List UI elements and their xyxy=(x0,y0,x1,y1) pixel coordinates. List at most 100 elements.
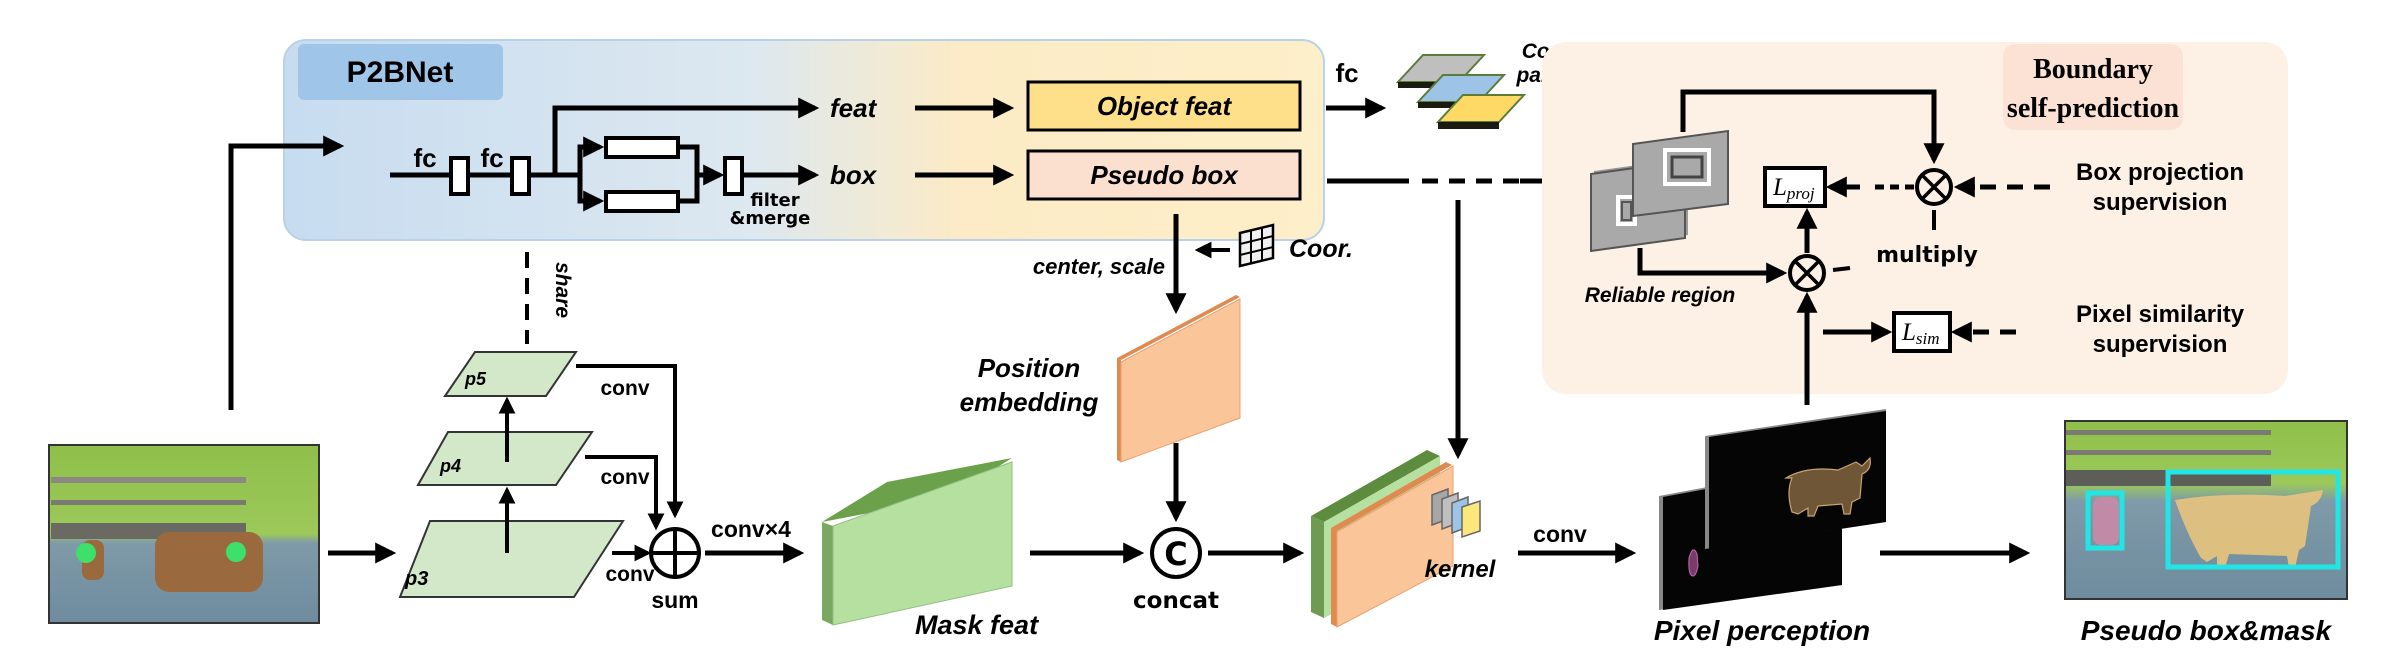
p5-conv-label: conv xyxy=(600,377,649,400)
conv-param-fc-label: fc xyxy=(1335,58,1358,88)
sum-label: sum xyxy=(651,587,698,613)
fpn-group: share p5 p4 p3 conv conv conv sum conv×4 xyxy=(398,252,805,613)
conv-param-layer-yellow-edge xyxy=(1438,122,1499,129)
l-proj-box xyxy=(1763,166,1827,208)
concat-symbol: C xyxy=(1164,535,1187,573)
upper-branch-arrow xyxy=(577,136,605,175)
p2bnet-title-box xyxy=(298,44,503,100)
fpn-level-p3 xyxy=(398,520,625,598)
pixel-sim-label-line1: Pixel similarity xyxy=(2076,301,2245,328)
mask-feat-block xyxy=(822,458,1013,626)
bridge-rail-mid xyxy=(51,500,246,505)
fc2-block xyxy=(510,156,531,196)
region-map-front-outer-box xyxy=(1663,148,1711,186)
l-proj-sub: proj xyxy=(1786,184,1815,203)
l-proj-main: L xyxy=(1772,174,1787,201)
multiply-label: multiply xyxy=(1876,243,1978,268)
branch-block-lower xyxy=(604,190,680,213)
boundary-title-box xyxy=(2003,44,2183,130)
region-map-back-inner-box xyxy=(1621,201,1632,221)
object-feat-label: Object feat xyxy=(1097,91,1233,121)
small-mask-shape xyxy=(1688,549,1699,577)
large-mask-shape xyxy=(1783,456,1871,517)
boundary-panel: Boundary self-prediction Reliable region xyxy=(1542,42,2288,394)
multiply-icon-bottom xyxy=(1788,254,1826,292)
fc2-label: fc xyxy=(480,143,503,173)
input-image xyxy=(48,444,320,624)
image-to-p2bnet-arrow xyxy=(228,135,345,410)
region-map-front-inner-box xyxy=(1670,155,1704,179)
l-sim-box xyxy=(1892,311,1952,353)
l-sim-sub: sim xyxy=(1916,329,1940,348)
fpn-level-p5 xyxy=(443,351,578,397)
cow-body xyxy=(155,532,263,592)
pixel-sim-label-line2: supervision xyxy=(2093,331,2228,358)
point-annotation-large xyxy=(226,542,246,562)
kernel-label: kernel xyxy=(1425,556,1497,583)
bridge-rail-top xyxy=(51,477,246,483)
l-proj-label: Lproj xyxy=(1772,174,1815,203)
conv-param-group: fc Conv param xyxy=(1326,40,1580,129)
box-label: box xyxy=(830,160,878,190)
l-sim-label: Lsim xyxy=(1901,319,1940,348)
small-object-box xyxy=(2085,490,2125,551)
multiply-icon-top xyxy=(1915,168,1953,206)
coor-label: Coor. xyxy=(1289,235,1353,263)
branch-block-upper xyxy=(604,136,680,159)
feat-arrow xyxy=(552,97,820,175)
coordinate-grid-icon xyxy=(1238,223,1275,268)
multiply-pointer-bottom xyxy=(1832,266,1851,272)
upper-merge-line xyxy=(678,144,700,175)
center-scale-label: center, scale xyxy=(1033,254,1165,279)
concat-icon xyxy=(1150,527,1202,579)
position-embedding-line1: Position xyxy=(978,353,1081,383)
embedding-face xyxy=(1120,298,1241,463)
output-label: Pseudo box&mask xyxy=(2081,615,2333,646)
p2bnet-panel: P2BNet fc fc feat filter &merge box Obje… xyxy=(283,39,1325,241)
embedding-top xyxy=(1117,295,1240,360)
combined-feature-block xyxy=(1311,450,1454,628)
filter-merge-block xyxy=(723,156,744,196)
p4-label: p4 xyxy=(439,456,461,476)
conv-x4-label: conv×4 xyxy=(711,516,791,542)
pixel-perception-label: Pixel perception xyxy=(1654,615,1870,646)
large-object-box xyxy=(2165,469,2341,570)
map-to-bottom-multiply-arrow xyxy=(1637,248,1788,284)
mask-feat-top xyxy=(822,458,1012,522)
p5-label: p5 xyxy=(464,369,487,389)
fc1-label: fc xyxy=(413,143,436,173)
p3-label: p3 xyxy=(404,568,428,590)
pseudo-box-box xyxy=(1026,149,1302,201)
conv-label: conv xyxy=(1533,521,1587,547)
reliable-region-maps xyxy=(1590,129,1729,253)
box-proj-label-line2: supervision xyxy=(2093,189,2228,216)
map-to-top-multiply-arrow xyxy=(1680,89,1945,165)
p5-conv-arrow xyxy=(576,364,684,519)
feat-label: feat xyxy=(830,93,878,123)
p2bnet-title: P2BNet xyxy=(347,56,454,89)
box-proj-label-line1: Box projection xyxy=(2076,159,2244,186)
small-object-mask xyxy=(2093,497,2119,545)
large-object-mask xyxy=(2175,490,2323,568)
mask-feat-label: Mask feat xyxy=(915,610,1039,640)
pseudo-box-label: Pseudo box xyxy=(1090,160,1239,190)
combined-orange-side xyxy=(1331,528,1337,627)
merge-label: &merge xyxy=(730,208,811,229)
combined-orange-face xyxy=(1336,465,1454,628)
object-feat-box xyxy=(1026,80,1302,132)
output-image xyxy=(2064,420,2348,600)
l-sim-main: L xyxy=(1901,319,1916,346)
fc1-block xyxy=(449,156,470,196)
combined-orange-top xyxy=(1331,462,1452,531)
sum-icon xyxy=(649,527,701,579)
lower-branch-arrow xyxy=(577,175,605,212)
position-embedding-line2: embedding xyxy=(960,387,1099,417)
mask-feat-side xyxy=(822,522,833,625)
kernel-icon xyxy=(1431,487,1481,539)
p4-conv-label: conv xyxy=(600,466,649,489)
share-label: share xyxy=(551,262,574,318)
p4-conv-arrow xyxy=(585,455,665,531)
pixel-perception-maps xyxy=(1659,409,1886,610)
combined-green-side xyxy=(1311,516,1324,618)
